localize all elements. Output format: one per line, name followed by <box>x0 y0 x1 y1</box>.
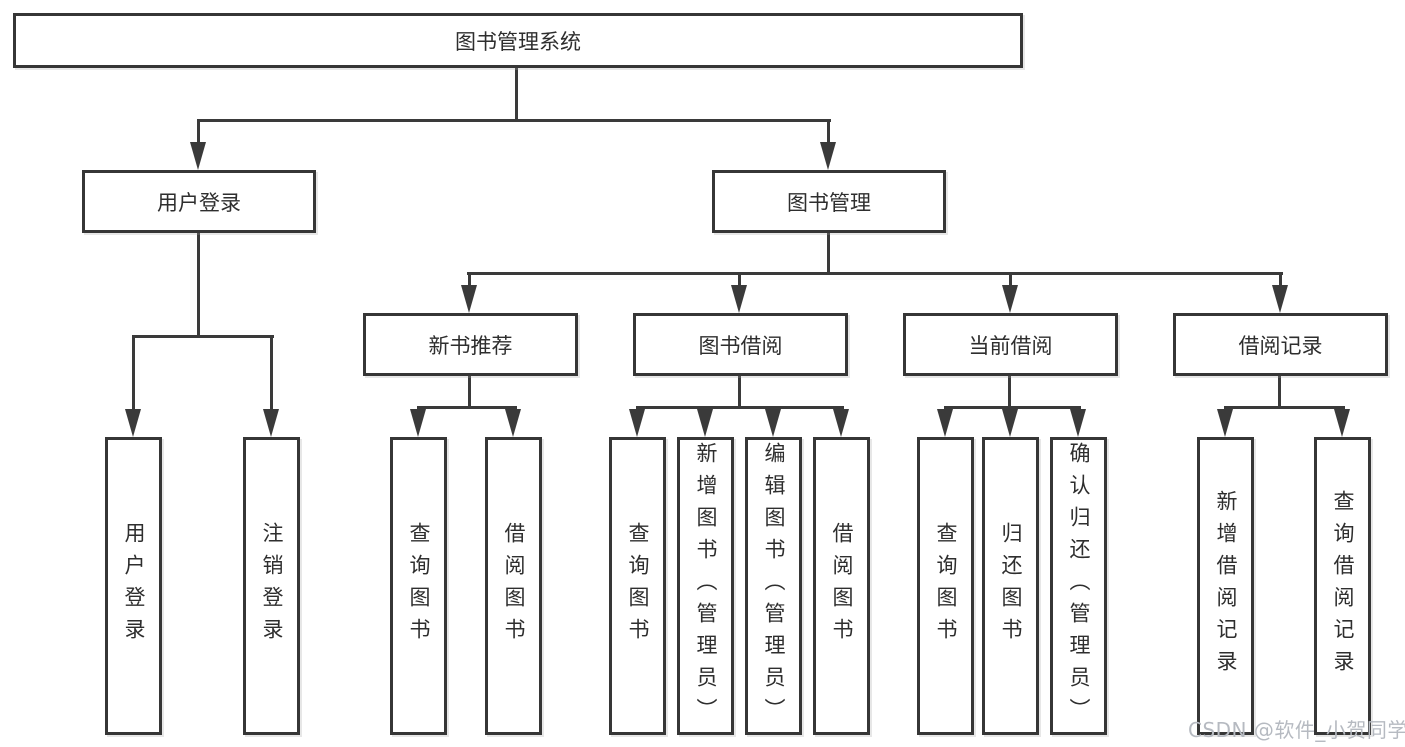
connector-line <box>738 272 741 288</box>
node-borrowing-records: 借阅记录 <box>1173 313 1388 376</box>
connector-line <box>132 335 135 413</box>
leaf-label: 借阅图书 <box>502 522 526 650</box>
node-leaf-query-books-recommend: 查询图书 <box>390 437 447 735</box>
arrowhead-down-icon <box>731 285 747 313</box>
node-leaf-add-books-admin: 新增图书（管理员） <box>677 437 734 735</box>
arrowhead-down-icon <box>410 409 426 437</box>
connector-line <box>636 406 844 409</box>
node-user-login: 用户登录 <box>82 170 316 233</box>
node-root-library-management-system: 图书管理系统 <box>13 13 1023 68</box>
leaf-label: 新增图书（管理员） <box>694 442 718 730</box>
csdn-watermark: CSDN @软件_小贺同学 <box>1188 718 1405 742</box>
connector-line <box>197 233 200 338</box>
arrowhead-down-icon <box>1002 285 1018 313</box>
leaf-label: 借阅图书 <box>830 522 854 650</box>
node-leaf-add-borrow-record: 新增借阅记录 <box>1197 437 1254 735</box>
leaf-label: 确认归还（管理员） <box>1067 442 1091 730</box>
arrowhead-down-icon <box>833 409 849 437</box>
connector-line <box>468 376 471 409</box>
connector-line <box>827 119 830 145</box>
leaf-label: 归还图书 <box>999 522 1023 650</box>
node-leaf-query-books-current: 查询图书 <box>917 437 974 735</box>
connector-line <box>1278 376 1281 409</box>
node-new-book-recommend: 新书推荐 <box>363 313 578 376</box>
node-leaf-borrow-books-recommend: 借阅图书 <box>485 437 542 735</box>
arrowhead-down-icon <box>125 409 141 437</box>
arrowhead-down-icon <box>629 409 645 437</box>
arrowhead-down-icon <box>461 285 477 313</box>
node-book-management: 图书管理 <box>712 170 946 233</box>
connector-line <box>417 406 517 409</box>
node-current-borrowing: 当前借阅 <box>903 313 1118 376</box>
node-leaf-logout: 注销登录 <box>243 437 300 735</box>
leaf-label: 编辑图书（管理员） <box>762 442 786 730</box>
leaf-label: 查询图书 <box>407 522 431 650</box>
node-leaf-edit-books-admin: 编辑图书（管理员） <box>745 437 802 735</box>
node-book-borrowing: 图书借阅 <box>633 313 848 376</box>
connector-line <box>197 119 200 145</box>
leaf-label: 查询借阅记录 <box>1331 490 1355 682</box>
arrowhead-down-icon <box>1334 409 1350 437</box>
node-leaf-query-books-borrow: 查询图书 <box>609 437 666 735</box>
arrowhead-down-icon <box>937 409 953 437</box>
connector-line <box>515 68 518 121</box>
connector-line <box>1008 376 1011 409</box>
connector-line <box>468 272 471 288</box>
connector-line <box>197 119 831 122</box>
node-leaf-borrow-books: 借阅图书 <box>813 437 870 735</box>
arrowhead-down-icon <box>765 409 781 437</box>
connector-line <box>827 233 830 275</box>
connector-line <box>132 335 274 338</box>
arrowhead-down-icon <box>1002 409 1018 437</box>
arrowhead-down-icon <box>505 409 521 437</box>
connector-line <box>1224 406 1345 409</box>
node-leaf-return-books: 归还图书 <box>982 437 1039 735</box>
node-leaf-user-login: 用户登录 <box>105 437 162 735</box>
node-leaf-confirm-return-admin: 确认归还（管理员） <box>1050 437 1107 735</box>
arrowhead-down-icon <box>697 409 713 437</box>
connector-line <box>1279 272 1282 288</box>
arrowhead-down-icon <box>1217 409 1233 437</box>
connector-line <box>270 335 273 413</box>
arrowhead-down-icon <box>820 142 836 170</box>
connector-line <box>738 376 741 409</box>
arrowhead-down-icon <box>1272 285 1288 313</box>
arrowhead-down-icon <box>263 409 279 437</box>
leaf-label: 注销登录 <box>260 522 284 650</box>
leaf-label: 新增借阅记录 <box>1214 490 1238 682</box>
connector-line <box>944 406 1081 409</box>
leaf-label: 用户登录 <box>122 522 146 650</box>
leaf-label: 查询图书 <box>626 522 650 650</box>
arrowhead-down-icon <box>190 142 206 170</box>
connector-line <box>1009 272 1012 288</box>
node-leaf-query-borrow-record: 查询借阅记录 <box>1314 437 1371 735</box>
arrowhead-down-icon <box>1070 409 1086 437</box>
leaf-label: 查询图书 <box>934 522 958 650</box>
connector-line <box>467 272 1283 275</box>
